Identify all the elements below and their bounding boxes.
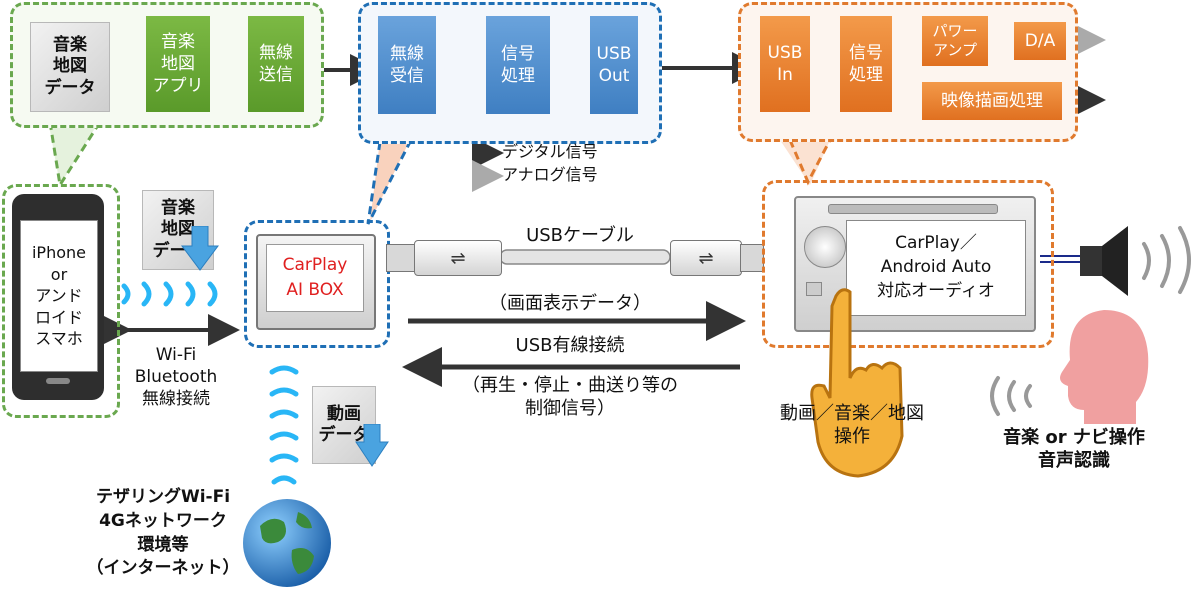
head-silhouette-icon (1060, 310, 1149, 424)
voice-wave-icon (990, 376, 1032, 416)
da-block: D/A (1014, 22, 1066, 60)
usb-in-block: USB In (760, 16, 810, 112)
smartphone: iPhone or アンド ロイド スマホ (12, 194, 104, 400)
usb-symbol-icon: ⇌ (698, 247, 714, 269)
usb-port (806, 282, 822, 296)
head-unit-screen-text: CarPlay／ Android Auto 対応オーディオ (846, 220, 1026, 316)
pointing-hand-icon (810, 288, 904, 478)
usb-cable-label: USBケーブル (526, 225, 634, 246)
wireless-transmit-block: 無線 送信 (248, 16, 304, 112)
usb-back-label: （再生・停止・曲送り等の 制御信号） (462, 375, 678, 420)
carplay-ai-box: CarPlay AI BOX (256, 234, 376, 330)
power-amp-block: パワー アンプ (922, 16, 988, 66)
internet-wave-icon (269, 365, 299, 485)
usb-plug-left: ⇌ (414, 240, 502, 276)
globe-icon (243, 499, 331, 587)
usb-plug-left-tip (386, 244, 418, 272)
volume-knob (804, 226, 846, 268)
usb-symbol-icon: ⇌ (450, 247, 466, 269)
head-unit-frame (762, 180, 1054, 348)
touch-operation-label: 動画／音楽／地図 操作 (780, 403, 924, 448)
legend-analog-label: アナログ信号 (502, 165, 598, 184)
music-map-app-block: 音楽 地図 アプリ (146, 16, 210, 112)
carplay-box-label: CarPlay AI BOX (266, 244, 364, 312)
download-arrow-icon (181, 226, 219, 271)
voice-recognition-label: 音楽 or ナビ操作 音声認識 (1003, 427, 1145, 472)
internet-label: テザリングWi-Fi 4Gネットワーク 環境等 （インターネット） (86, 487, 240, 579)
usb-wired-label: USB有線接続 (515, 335, 625, 356)
box-signal-processing-block: 信号 処理 (486, 16, 550, 114)
video-download-arrow-icon (355, 424, 389, 467)
carplay-box-frame (244, 220, 390, 348)
car-audio-head-unit: CarPlay／ Android Auto 対応オーディオ (794, 196, 1036, 332)
phone-screen-text: iPhone or アンド ロイド スマホ (20, 220, 98, 372)
audio-signal-processing-block: 信号 処理 (840, 16, 892, 112)
usb-forward-label: （画面表示データ） (489, 293, 651, 314)
usb-plug-right: ⇌ (670, 240, 742, 276)
wireless-wave-icon (121, 281, 218, 307)
video-render-block: 映像描画処理 (922, 82, 1062, 120)
legend-digital-label: デジタル信号 (502, 142, 598, 161)
usb-plug-right-tip (740, 244, 764, 272)
music-map-data-document: 音楽 地図 データ (30, 22, 110, 112)
usb-out-block: USB Out (590, 16, 638, 114)
phone-frame (2, 184, 120, 418)
wireless-receive-block: 無線 受信 (378, 16, 436, 114)
disc-slot (828, 204, 998, 214)
wireless-link-label: Wi-Fi Bluetooth 無線接続 (134, 345, 218, 410)
speaker-icon (1080, 226, 1191, 296)
phone-home-button (46, 378, 70, 384)
